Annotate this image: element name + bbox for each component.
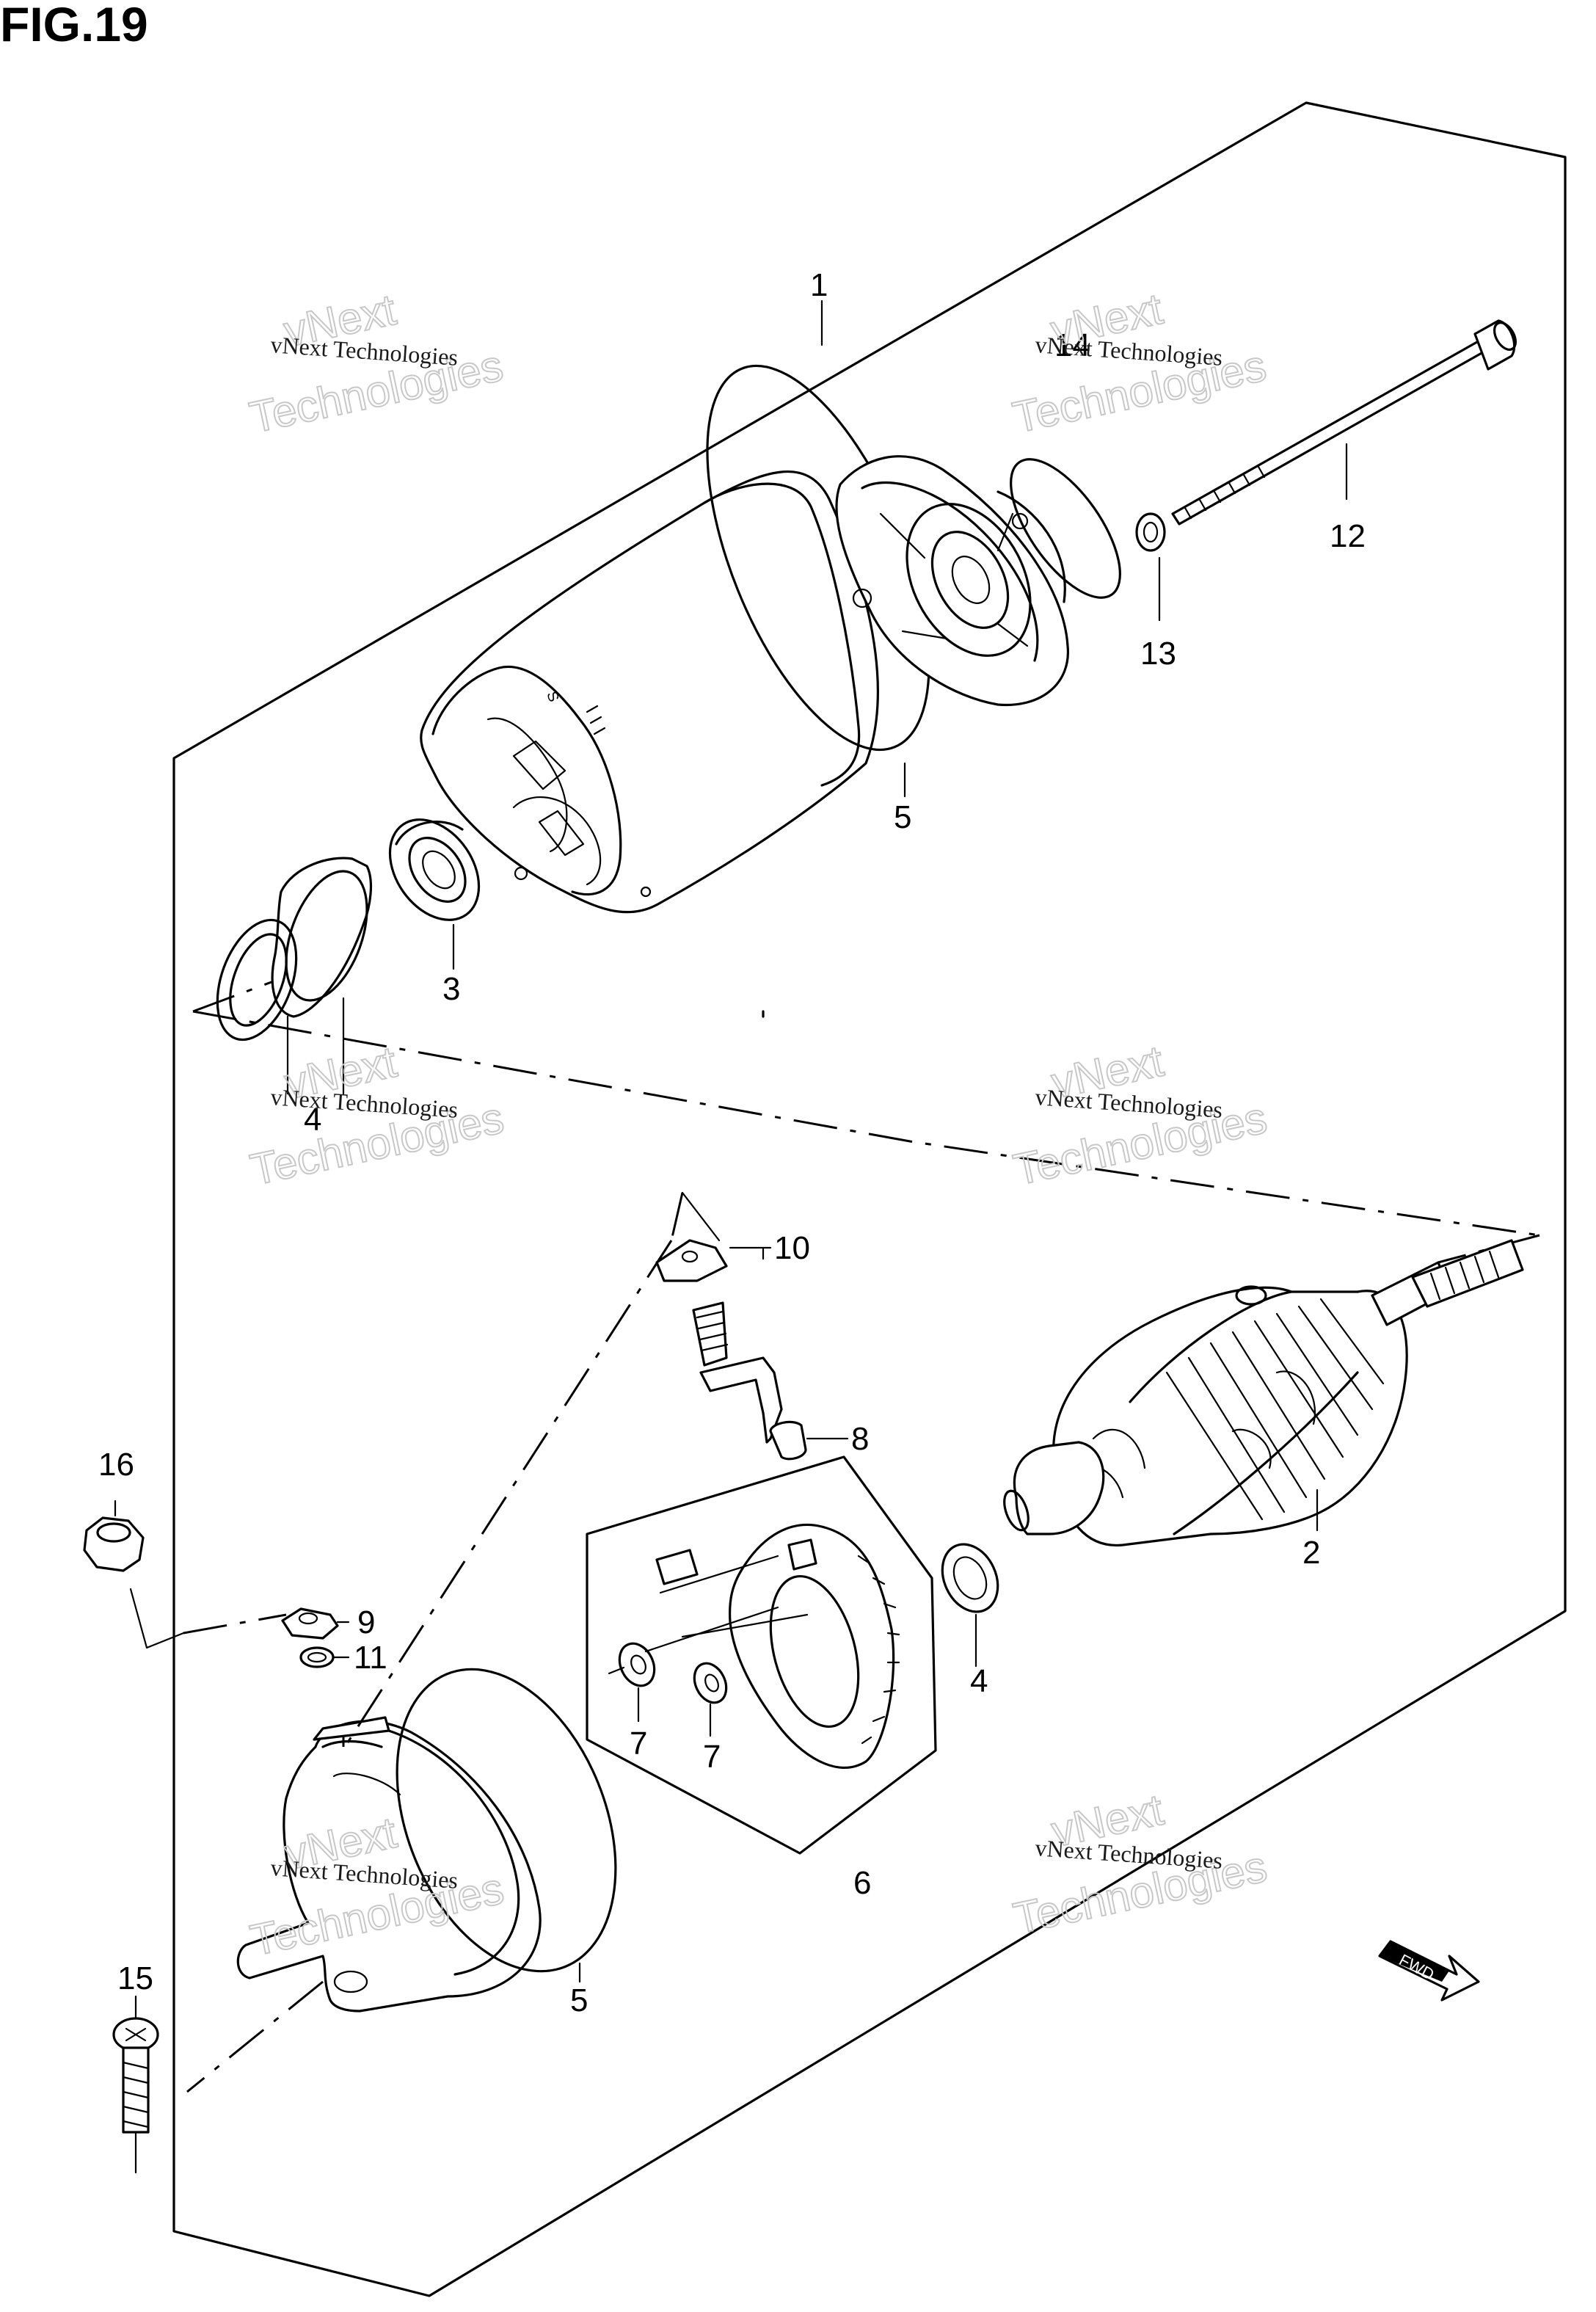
callout-14: 14 xyxy=(1054,327,1090,363)
callout-16: 16 xyxy=(98,1447,134,1483)
callout-9: 9 xyxy=(357,1604,375,1640)
watermark-text-mid-right: vNext Technologies xyxy=(1035,1083,1224,1123)
callout-10: 10 xyxy=(774,1230,810,1266)
callout-11: 11 xyxy=(354,1640,387,1676)
assembly-boundary-box xyxy=(172,101,1567,2297)
o-ring-14 xyxy=(1010,458,1121,599)
washer-13 xyxy=(1135,512,1166,552)
front-bracket xyxy=(236,1716,542,2013)
callout-7-right: 7 xyxy=(703,1739,721,1775)
callout-15: 15 xyxy=(117,1960,153,1996)
callout-5-lower: 5 xyxy=(570,1982,588,2018)
watermark-text-top-right: vNext Technologies xyxy=(1035,331,1224,371)
callout-4-upper: 4 xyxy=(304,1102,321,1138)
callout-1: 1 xyxy=(810,267,828,303)
screw-15 xyxy=(112,2017,159,2134)
brush-lead-8 xyxy=(692,1301,807,1461)
armature-2 xyxy=(1003,1239,1524,1546)
construction-lines xyxy=(129,1191,721,2174)
callout-8: 8 xyxy=(851,1421,869,1457)
watermark-text-bottom-right: vNext Technologies xyxy=(1035,1834,1224,1874)
bearing-3 xyxy=(388,818,481,921)
watermark-text-mid-left: vNext Technologies xyxy=(270,1083,459,1123)
callout-12: 12 xyxy=(1330,518,1366,554)
center-axis-line xyxy=(192,981,1540,1264)
washers-4-upper xyxy=(216,857,373,1042)
nut-9 xyxy=(281,1607,339,1640)
terminal-plate-10 xyxy=(655,1239,728,1282)
figure-title: FIG.19 xyxy=(0,0,148,51)
callout-6: 6 xyxy=(853,1865,871,1901)
nut-16 xyxy=(83,1516,145,1572)
watermark-text-top-left: vNext Technologies xyxy=(270,331,459,371)
callout-13: 13 xyxy=(1140,636,1176,672)
fwd-arrow-icon: FWD xyxy=(1378,1940,1480,2002)
washer-11 xyxy=(299,1646,335,1668)
callout-7-left: 7 xyxy=(630,1726,647,1762)
callout-labels: 1 2 3 4 4 5 5 6 7 7 8 9 10 11 12 13 14 1… xyxy=(98,267,1366,2018)
through-bolt-12 xyxy=(1171,319,1517,526)
callout-3: 3 xyxy=(442,971,460,1007)
rear-bracket xyxy=(835,455,1069,707)
o-ring-lower xyxy=(396,1668,617,1973)
brush-holder-box xyxy=(586,1455,937,1855)
callout-4-lower: 4 xyxy=(970,1663,988,1699)
callout-5-upper: 5 xyxy=(894,799,911,835)
callout-2: 2 xyxy=(1302,1535,1320,1571)
leader-lines xyxy=(114,299,1348,2018)
yoke-housing: S xyxy=(420,470,879,914)
washer-4-lower xyxy=(941,1543,999,1613)
